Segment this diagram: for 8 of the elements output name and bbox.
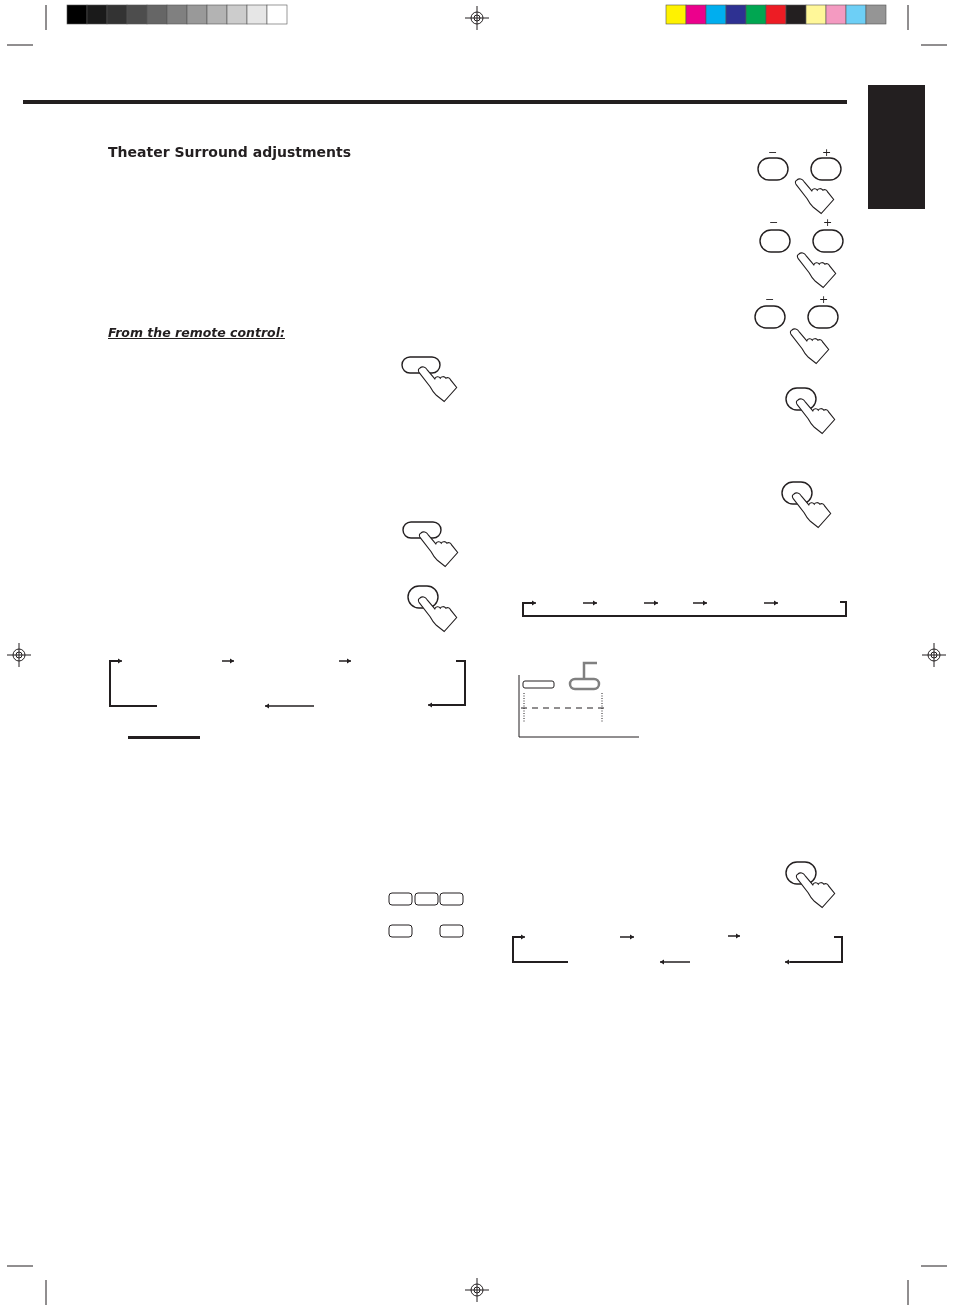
section-heading: Theater Surround adjustments bbox=[108, 144, 352, 160]
subheading: From the remote control: bbox=[108, 325, 285, 340]
plus-sign: + bbox=[819, 293, 829, 306]
minus-sign: − bbox=[769, 216, 779, 229]
minus-sign: − bbox=[768, 146, 778, 159]
plus-sign: + bbox=[822, 146, 832, 159]
plus-sign: + bbox=[823, 216, 833, 229]
minus-sign: − bbox=[765, 293, 775, 306]
